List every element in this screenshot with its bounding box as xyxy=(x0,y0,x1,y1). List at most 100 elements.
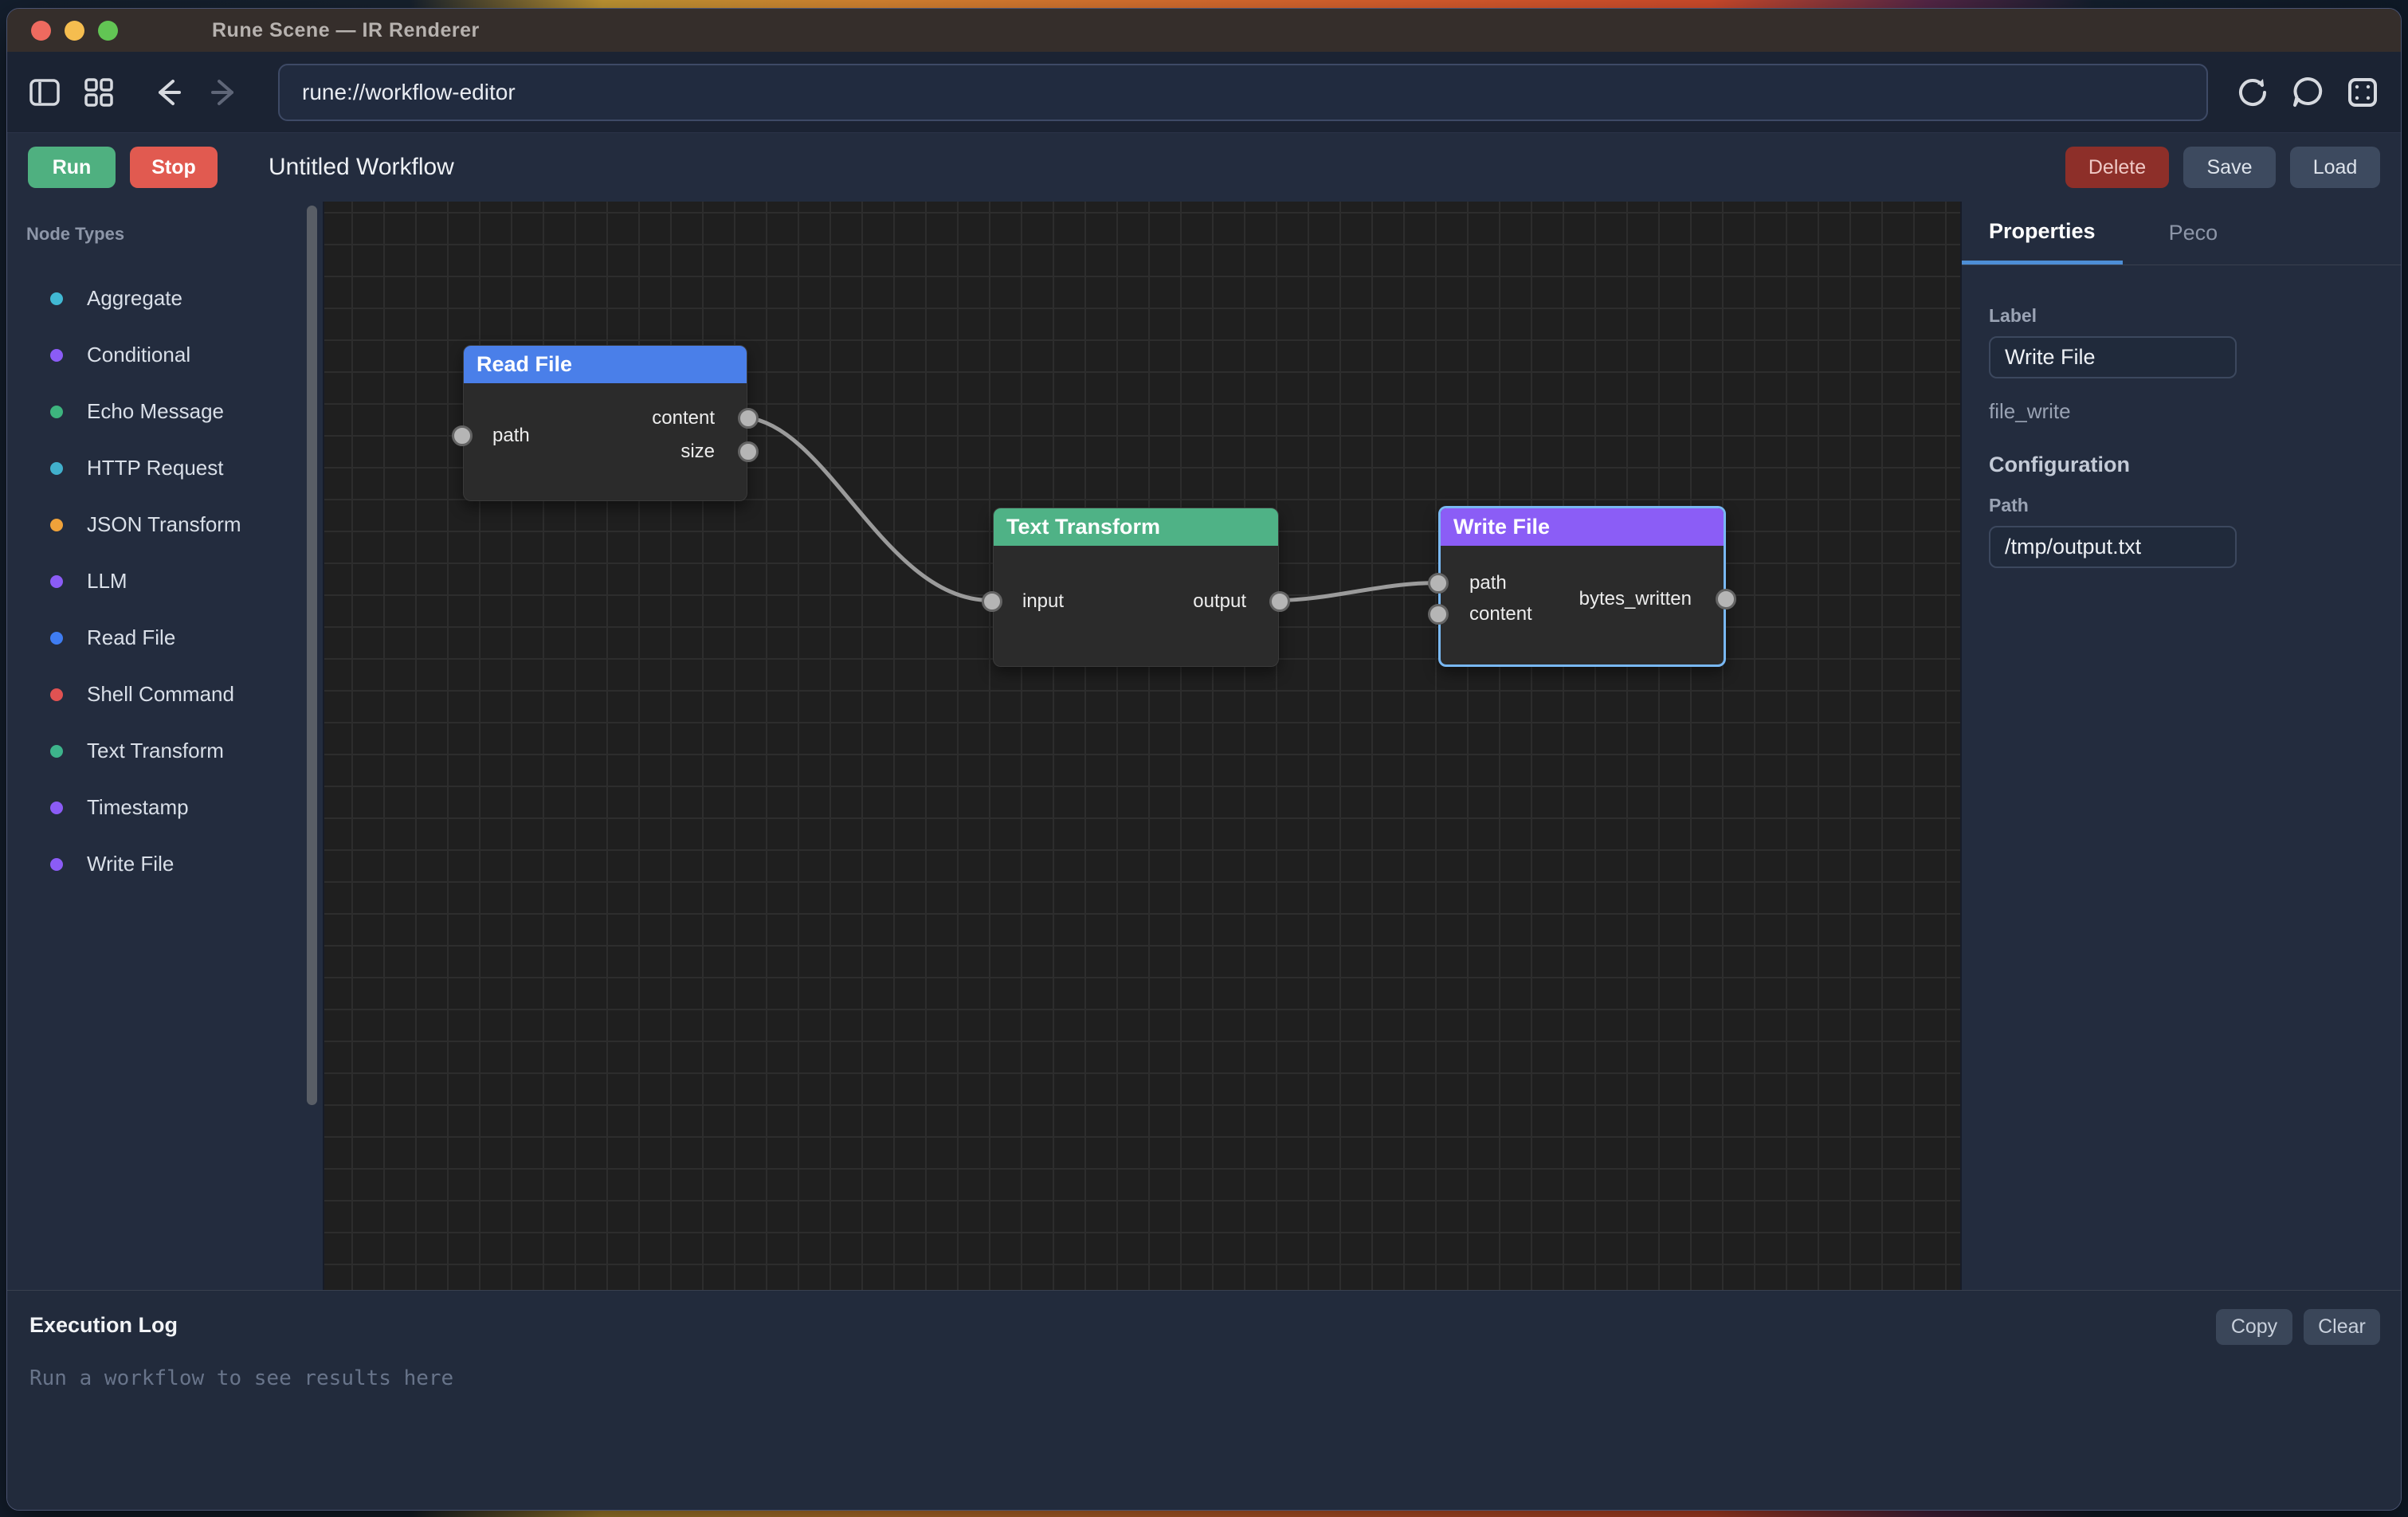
sidebar-item-aggregate[interactable]: Aggregate xyxy=(7,270,323,327)
title-bar[interactable]: Rune Scene — IR Renderer xyxy=(7,9,2401,52)
text-transform-dot-icon xyxy=(50,744,63,758)
port-size-out[interactable] xyxy=(738,441,759,462)
port-label: bytes_written xyxy=(1579,588,1692,610)
path-input[interactable] xyxy=(1989,526,2237,568)
chat-bubble-icon[interactable] xyxy=(2289,74,2326,111)
browser-toolbar xyxy=(7,52,2401,133)
wire-output-to-path[interactable] xyxy=(1275,581,1437,603)
execution-log-heading: Execution Log xyxy=(29,1313,178,1337)
port-label: output xyxy=(1193,590,1246,612)
frame-icon[interactable] xyxy=(2345,75,2380,110)
port-content-in[interactable] xyxy=(1428,604,1449,625)
sidebar-item-conditional[interactable]: Conditional xyxy=(7,327,323,383)
run-button[interactable]: Run xyxy=(28,147,116,188)
save-button[interactable]: Save xyxy=(2183,147,2276,188)
sidebar-item-label: Read File xyxy=(87,625,176,649)
sidebar-item-echo-message[interactable]: Echo Message xyxy=(7,383,323,440)
port-bytes-written-out[interactable] xyxy=(1716,589,1736,610)
node-types-heading: Node Types xyxy=(26,224,125,244)
load-button[interactable]: Load xyxy=(2290,147,2380,188)
wire-content-to-input[interactable] xyxy=(744,415,994,603)
port-path-in[interactable] xyxy=(1428,573,1449,594)
node-write-file-header[interactable]: Write File xyxy=(1441,508,1724,546)
port-content-out[interactable] xyxy=(738,408,759,429)
zoom-window-icon[interactable] xyxy=(98,20,118,41)
execution-log-placeholder: Run a workflow to see results here xyxy=(29,1366,454,1390)
copy-log-button[interactable]: Copy xyxy=(2216,1309,2292,1345)
window-title: Rune Scene — IR Renderer xyxy=(212,18,480,41)
node-title: Read File xyxy=(477,352,573,376)
read-file-dot-icon xyxy=(50,631,63,645)
sidebar-scrollbar[interactable] xyxy=(307,206,317,1105)
shell-command-dot-icon xyxy=(50,688,63,701)
port-label: input xyxy=(1022,590,1065,612)
echo-message-dot-icon xyxy=(50,405,63,418)
json-transform-dot-icon xyxy=(50,518,63,531)
configuration-heading: Configuration xyxy=(1989,453,2130,476)
workflow-header: Run Stop Untitled Workflow Delete Save L… xyxy=(7,133,2401,202)
port-label: size xyxy=(680,441,715,462)
panel-tab-bar: Properties Peco xyxy=(1962,202,2401,265)
execution-log: Execution Log Run a workflow to see resu… xyxy=(7,1290,2401,1510)
port-label: content xyxy=(652,407,715,429)
refresh-icon[interactable] xyxy=(2235,75,2270,110)
tab-peco[interactable]: Peco xyxy=(2168,221,2218,245)
clear-log-button[interactable]: Clear xyxy=(2304,1309,2380,1345)
forward-arrow-icon[interactable] xyxy=(208,75,243,110)
port-input-in[interactable] xyxy=(982,591,1002,612)
node-palette: Node Types Aggregate Conditional Echo Me… xyxy=(7,202,323,1290)
sidebar-item-read-file[interactable]: Read File xyxy=(7,610,323,666)
sidebar-item-shell-command[interactable]: Shell Command xyxy=(7,666,323,723)
app-window: Rune Scene — IR Renderer xyxy=(6,8,2402,1511)
stop-button[interactable]: Stop xyxy=(130,147,218,188)
node-read-file[interactable]: Read File path content size xyxy=(452,345,759,501)
sidebar-item-write-file[interactable]: Write File xyxy=(7,836,323,892)
node-text-transform[interactable]: Text Transform input output xyxy=(982,508,1290,667)
http-request-dot-icon xyxy=(50,461,63,475)
node-read-file-header[interactable]: Read File xyxy=(464,346,747,383)
sidebar-item-label: Echo Message xyxy=(87,399,224,423)
back-arrow-icon[interactable] xyxy=(149,75,184,110)
properties-panel: Properties Peco Label file_write Configu… xyxy=(1962,202,2401,1290)
sidebar-toggle-icon[interactable] xyxy=(28,76,61,109)
port-label: content xyxy=(1469,603,1532,625)
tab-properties[interactable]: Properties xyxy=(1962,202,2123,265)
close-window-icon[interactable] xyxy=(31,20,51,41)
delete-button[interactable]: Delete xyxy=(2065,147,2169,188)
window-controls xyxy=(31,20,118,41)
node-id-text: file_write xyxy=(1989,399,2071,423)
minimize-window-icon[interactable] xyxy=(65,20,84,41)
toolbar-right-icons xyxy=(2235,74,2380,111)
port-path-in[interactable] xyxy=(452,425,473,446)
url-input[interactable] xyxy=(278,63,2208,121)
write-file-dot-icon xyxy=(50,857,63,871)
sidebar-item-llm[interactable]: LLM xyxy=(7,553,323,610)
sidebar-item-http-request[interactable]: HTTP Request xyxy=(7,440,323,496)
workflow-title: Untitled Workflow xyxy=(269,154,454,180)
sidebar-item-timestamp[interactable]: Timestamp xyxy=(7,779,323,836)
node-text-transform-header[interactable]: Text Transform xyxy=(994,508,1278,546)
sidebar-item-label: JSON Transform xyxy=(87,512,241,536)
sidebar-item-label: Timestamp xyxy=(87,795,189,819)
workflow-canvas[interactable]: Read File path content size Text Transfo… xyxy=(323,202,1962,1290)
sidebar-item-label: LLM xyxy=(87,569,127,593)
conditional-dot-icon xyxy=(50,348,63,362)
node-title: Write File xyxy=(1453,515,1551,539)
node-write-file[interactable]: Write File path content bytes_written xyxy=(1428,506,1736,667)
sidebar-item-label: Aggregate xyxy=(87,286,182,310)
label-input[interactable] xyxy=(1989,336,2237,378)
port-output-out[interactable] xyxy=(1269,591,1290,612)
sidebar-item-label: HTTP Request xyxy=(87,456,224,480)
sidebar-item-label: Write File xyxy=(87,852,175,876)
label-field-heading: Label xyxy=(1989,305,2037,326)
sidebar-item-label: Shell Command xyxy=(87,682,234,706)
sidebar-item-label: Text Transform xyxy=(87,739,224,762)
timestamp-dot-icon xyxy=(50,801,63,814)
grid-icon[interactable] xyxy=(82,76,116,109)
sidebar-item-json-transform[interactable]: JSON Transform xyxy=(7,496,323,553)
wire-layer xyxy=(744,415,1437,603)
node-title: Text Transform xyxy=(1006,515,1161,539)
sidebar-item-text-transform[interactable]: Text Transform xyxy=(7,723,323,779)
path-field-heading: Path xyxy=(1989,495,2029,515)
aggregate-dot-icon xyxy=(50,292,63,305)
